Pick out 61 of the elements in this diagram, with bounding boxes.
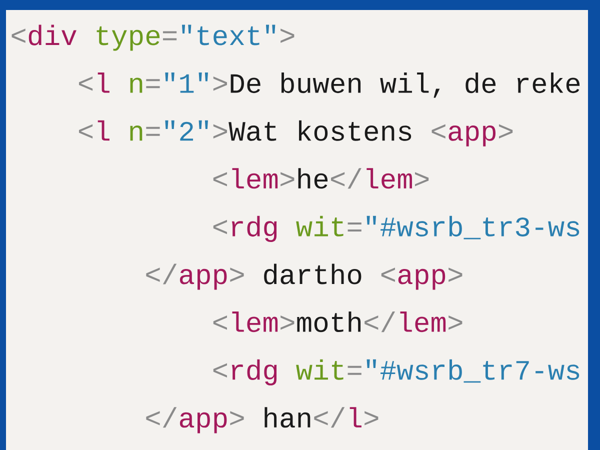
tag-bracket: = [146,79,160,88]
tag-name: lem [400,312,446,332]
tag-bracket: > [213,124,227,138]
tag-bracket: > [364,411,378,426]
attribute-value: "1" [165,72,208,93]
tag-bracket: > [415,172,429,186]
attribute-name: wit [296,359,344,380]
attribute-name: wit [296,216,344,236]
attribute-name: n [130,126,142,141]
text-content: De buwen wil, de reke [230,72,580,98]
text-content: Wat kostens [228,120,412,141]
tag-bracket: < [213,315,227,330]
tag-bracket: < [213,220,227,234]
text-content: han [264,407,310,428]
tag-bracket: > [499,124,513,138]
tag-name: rdg [232,359,277,386]
attribute-value: "text" [182,24,276,46]
tag-bracket: > [230,411,244,426]
attribute-value: "#wsrb_tr7-ws [366,359,580,383]
tag-bracket: < [78,124,93,138]
tag-name: lem [366,168,412,189]
tag-bracket: < [78,76,93,91]
tag-bracket: > [448,315,462,330]
tag-bracket: < [381,268,395,282]
tag-bracket: = [162,31,177,40]
tag-bracket: > [280,172,294,186]
tag-name: lem [232,312,278,332]
tag-bracket: < [12,28,26,43]
attribute-value: "#wsrb_tr3-ws [366,216,580,240]
tag-bracket: </ [146,264,177,284]
tag-bracket: = [146,126,160,136]
attribute-value: "2" [165,120,208,141]
attribute-name: n [130,78,142,93]
tag-bracket: > [280,315,294,330]
tag-bracket: = [348,222,362,232]
tag-name: l [98,72,110,93]
text-content: dartho [264,264,362,284]
tag-bracket: > [280,28,294,43]
tag-bracket: > [230,268,244,282]
text-content: moth [297,312,361,332]
tag-name: rdg [232,216,277,242]
tag-bracket: < [213,363,227,378]
tag-name: l [350,407,362,428]
tag-bracket: < [432,124,446,138]
tag-name: div [28,24,76,46]
tag-bracket: > [213,76,227,91]
tag-name: app [180,268,227,290]
tag-name: app [398,268,446,290]
tag-bracket: > [448,268,462,282]
tag-name: lem [232,168,278,189]
tag-bracket: </ [331,168,362,189]
tag-bracket: </ [314,407,345,428]
tag-name: l [98,120,110,141]
tag-name: app [448,126,496,146]
attribute-name: type [96,26,160,51]
tag-bracket: </ [146,407,177,428]
tag-bracket: < [213,172,227,186]
tag-bracket: </ [364,312,396,332]
tag-bracket: = [348,366,362,375]
tag-name: app [180,412,227,434]
text-content: he [298,168,328,189]
